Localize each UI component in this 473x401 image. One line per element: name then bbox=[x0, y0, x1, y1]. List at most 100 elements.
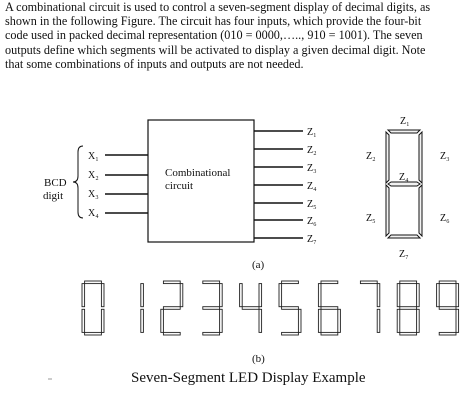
segment-label-z4: Z₄ bbox=[399, 172, 409, 183]
bcd-label: BCD bbox=[44, 177, 67, 189]
digit-5-segment-g bbox=[281, 306, 299, 310]
digit-0-segment-c bbox=[100, 308, 105, 333]
input-brace bbox=[72, 145, 84, 219]
input-label-x3: X₃ bbox=[88, 189, 99, 200]
digit-3-segment-a bbox=[202, 280, 221, 285]
segment-z7 bbox=[386, 234, 422, 239]
output-label-z5: Z₅ bbox=[307, 199, 317, 210]
digit-2-segment-b bbox=[179, 283, 184, 308]
digit-9-segment-b bbox=[455, 283, 460, 308]
segment-z2 bbox=[385, 130, 390, 185]
digit-label: digit bbox=[43, 190, 63, 202]
digit-9-segment-g bbox=[438, 306, 457, 310]
digit-5-segment-c bbox=[297, 308, 302, 333]
output-label-z1: Z₁ bbox=[307, 127, 317, 138]
digit-8-segment-c bbox=[416, 308, 420, 333]
digit-1 bbox=[140, 283, 144, 333]
input-label-x4: X₄ bbox=[88, 208, 99, 219]
block-label-line1: Combinational bbox=[165, 167, 230, 179]
digit-2 bbox=[160, 280, 184, 336]
digit-6-segment-c bbox=[337, 308, 341, 333]
output-label-z2: Z₂ bbox=[307, 145, 317, 156]
digit-1-segment-b bbox=[140, 283, 144, 308]
segment-label-z5: Z₅ bbox=[366, 213, 376, 224]
segment-label-z7: Z₇ bbox=[399, 249, 409, 260]
block-label-line2: circuit bbox=[165, 180, 193, 192]
segment-z3 bbox=[418, 130, 423, 185]
caption-b: (b) bbox=[252, 353, 265, 365]
digit-9 bbox=[436, 280, 460, 336]
digit-5-segment-f bbox=[278, 283, 283, 308]
digit-7-segment-a bbox=[359, 280, 378, 285]
digit-8-segment-g bbox=[399, 306, 418, 310]
combinational-circuit-box bbox=[147, 119, 255, 243]
segment-label-z2: Z₂ bbox=[366, 151, 376, 162]
digit-8-segment-e bbox=[396, 308, 401, 333]
intro-line-5: that some combinations of inputs and out… bbox=[5, 56, 304, 71]
digit-4-segment-g bbox=[241, 306, 260, 310]
digit-4-segment-c bbox=[258, 308, 263, 333]
digit-5-segment-a bbox=[281, 280, 299, 285]
digit-3-segment-b bbox=[219, 283, 223, 308]
intro-line-3: code used in packed decimal representati… bbox=[5, 28, 423, 43]
digit-7-segment-b bbox=[376, 283, 381, 308]
digit-3-segment-d bbox=[202, 331, 221, 336]
digit-9-segment-c bbox=[455, 308, 460, 333]
digit-2-segment-a bbox=[162, 280, 181, 285]
digit-3 bbox=[202, 280, 223, 336]
digit-9-segment-a bbox=[438, 280, 457, 285]
output-label-z3: Z₃ bbox=[307, 163, 317, 174]
segment-label-z6: Z₆ bbox=[440, 213, 450, 224]
digit-8-segment-a bbox=[399, 280, 418, 285]
digit-0-segment-e bbox=[81, 308, 86, 333]
digit-6-segment-e bbox=[317, 308, 322, 333]
digit-3-segment-c bbox=[219, 308, 223, 333]
digit-4 bbox=[239, 283, 263, 333]
segment-z1 bbox=[386, 129, 422, 134]
digit-8 bbox=[396, 280, 420, 336]
digit-4-segment-f bbox=[239, 283, 243, 308]
segment-diagram bbox=[385, 129, 423, 239]
segment-label-z1: Z₁ bbox=[400, 116, 410, 127]
segment-z5 bbox=[385, 183, 390, 238]
output-label-z7: Z₇ bbox=[307, 234, 317, 245]
input-label-x2: X₂ bbox=[88, 170, 99, 181]
block-diagram bbox=[72, 119, 303, 243]
input-label-x1: X₁ bbox=[88, 151, 99, 162]
digit-6-segment-g bbox=[320, 306, 339, 310]
digit-0 bbox=[81, 280, 105, 336]
caption-a: (a) bbox=[252, 259, 265, 271]
seven-segment-digits bbox=[81, 280, 460, 336]
digit-9-segment-d bbox=[438, 331, 457, 336]
digit-5-segment-d bbox=[281, 331, 299, 336]
segment-z4 bbox=[387, 181, 421, 187]
digit-9-segment-f bbox=[436, 283, 440, 308]
intro-line-1: A combinational circuit is used to contr… bbox=[5, 0, 431, 14]
digit-6-segment-d bbox=[320, 331, 339, 336]
intro-line-2: shown in the following Figure. The circu… bbox=[5, 14, 422, 29]
segment-z6 bbox=[418, 183, 423, 238]
digit-6 bbox=[317, 280, 341, 336]
digit-5 bbox=[278, 280, 302, 336]
digit-0-segment-f bbox=[81, 283, 86, 308]
digit-2-segment-g bbox=[162, 306, 181, 310]
digit-8-segment-b bbox=[416, 283, 420, 308]
output-label-z6: Z₆ bbox=[307, 216, 317, 227]
figure-title: Seven-Segment LED Display Example bbox=[131, 370, 366, 386]
intro-line-4: outputs define which segments will be ac… bbox=[5, 42, 426, 57]
digit-3-segment-g bbox=[202, 306, 221, 310]
digit-7 bbox=[359, 280, 381, 333]
digit-2-segment-e bbox=[160, 308, 164, 333]
digit-1-segment-c bbox=[140, 308, 144, 333]
intro-paragraph: A combinational circuit is used to contr… bbox=[5, 0, 467, 71]
output-label-z4: Z₄ bbox=[307, 181, 317, 192]
segment-label-z3: Z₃ bbox=[440, 151, 450, 162]
digit-0-segment-a bbox=[84, 280, 102, 285]
digit-2-segment-d bbox=[162, 331, 181, 336]
digit-0-segment-b bbox=[100, 283, 105, 308]
digit-8-segment-d bbox=[399, 331, 418, 336]
digit-6-segment-a bbox=[320, 280, 339, 285]
digit-6-segment-f bbox=[317, 283, 322, 308]
digit-8-segment-f bbox=[396, 283, 401, 308]
